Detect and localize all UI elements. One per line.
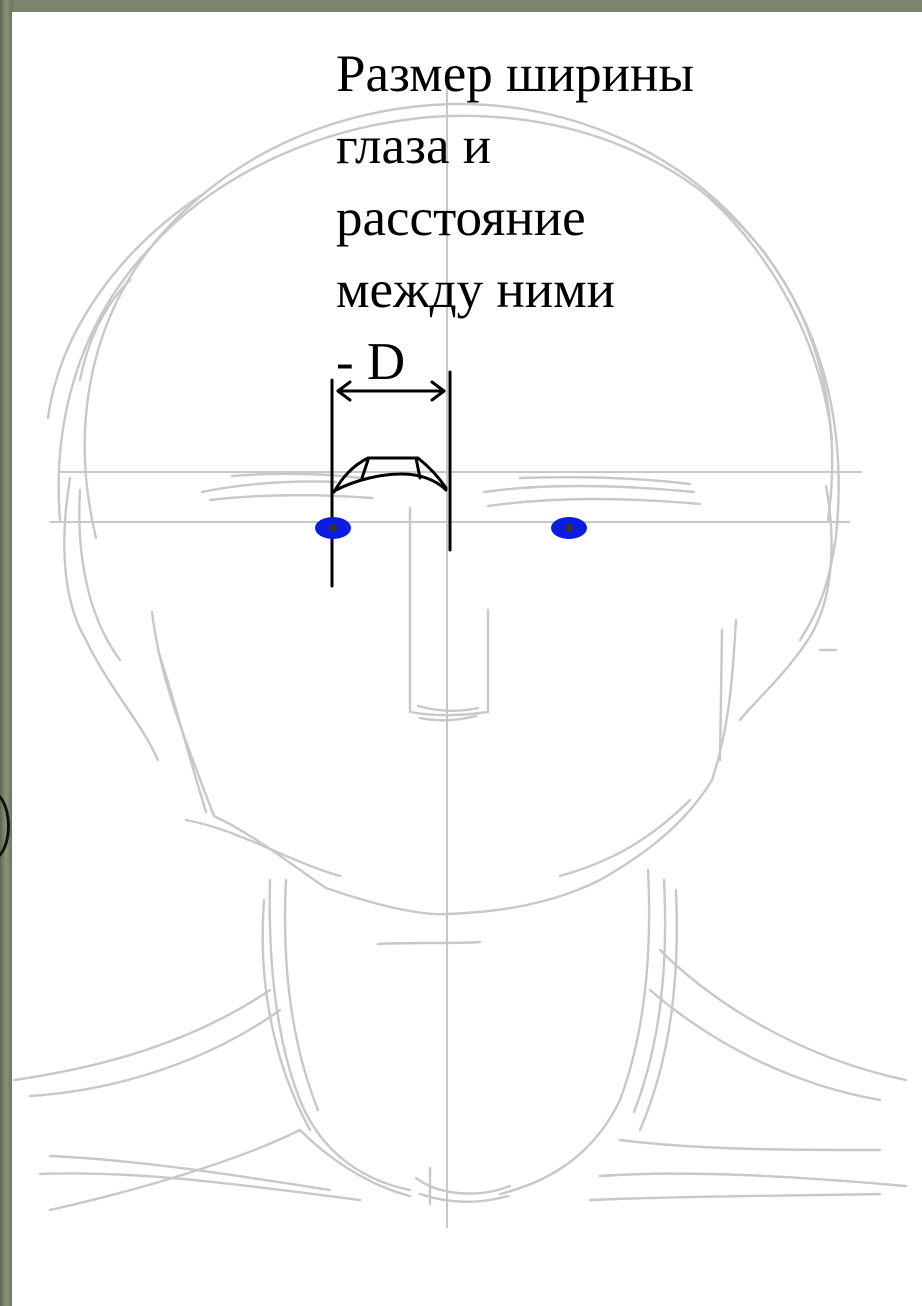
dimension-caption: Размер ширины глаза и расстояние между н… [336, 38, 896, 398]
neck-left [261, 878, 412, 1192]
caption-line-3: расстояние [336, 189, 586, 247]
dimension-arrow-head-right [430, 380, 446, 402]
jaw-line-stroke-2 [156, 628, 724, 878]
caption-line-1: Размер ширины [336, 45, 695, 103]
caption-line-2: глаза и [336, 117, 492, 175]
dimension-arrow-head-left [336, 380, 352, 402]
head-outline-stroke-2 [57, 114, 834, 522]
jaw-line [150, 610, 738, 916]
brow-left [200, 472, 374, 502]
ear-left [63, 476, 160, 762]
nose-outline [408, 506, 490, 722]
right-eye-pupil-center [565, 524, 573, 532]
caption-line-4: между ними [336, 261, 616, 319]
head-outline-stroke-3 [46, 188, 834, 442]
collar-base [414, 1166, 512, 1206]
neck-right [498, 868, 679, 1196]
shoulder-left [12, 988, 412, 1212]
caption-line-5: - D [336, 333, 406, 391]
eye-shape-outline [332, 456, 448, 494]
ear-right [738, 484, 838, 722]
brow-right [482, 476, 702, 508]
left-eye-pupil-center [329, 524, 337, 532]
head-outline [83, 102, 840, 642]
chin-line [376, 940, 482, 946]
shoulder-right [588, 948, 908, 1202]
diagram-canvas [12, 12, 922, 1306]
